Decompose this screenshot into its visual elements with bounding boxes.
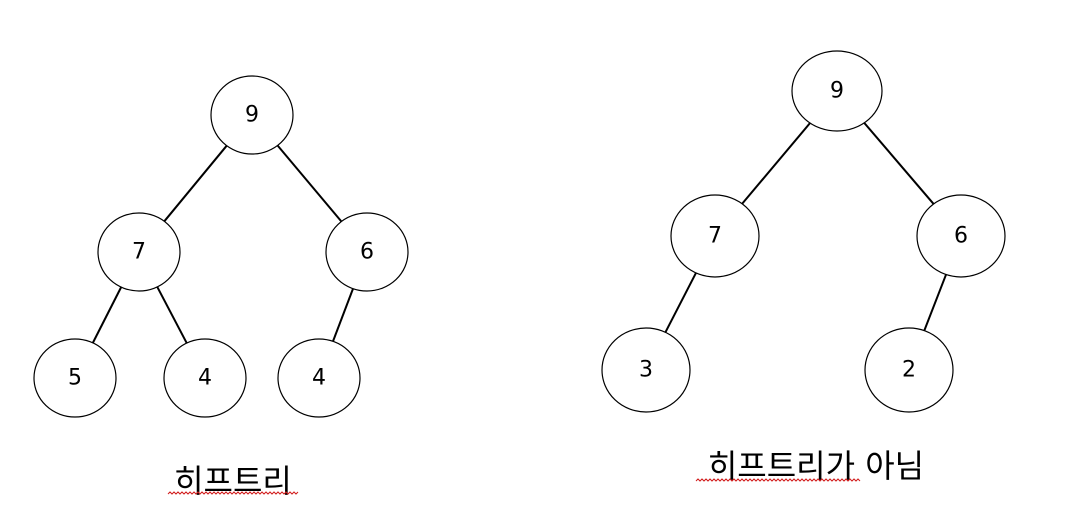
node-circle: [601, 327, 691, 413]
tree-node: 9: [791, 50, 883, 132]
tree-node: 7: [670, 194, 760, 278]
node-circle: [163, 338, 247, 418]
node-label: 5: [68, 366, 82, 391]
edges-layer: [91, 122, 947, 344]
tree-node: 9: [210, 75, 294, 155]
node-label: 9: [245, 103, 259, 128]
node-circle: [791, 50, 883, 132]
node-label: 4: [198, 366, 212, 391]
node-label: 3: [639, 358, 653, 383]
tree-node: 6: [325, 212, 409, 292]
node-circle: [97, 212, 181, 292]
tree-node: 4: [163, 338, 247, 418]
node-label: 6: [954, 224, 968, 249]
tree-node: 2: [864, 327, 954, 413]
tree-edge: [156, 286, 188, 344]
tree-edge: [276, 144, 343, 223]
node-label: 4: [312, 366, 326, 391]
node-label: 9: [830, 79, 844, 104]
tree-edge: [741, 122, 811, 205]
node-circle: [210, 75, 294, 155]
tree-node: 7: [97, 212, 181, 292]
tree-edge: [91, 286, 123, 344]
tree-node: 3: [601, 327, 691, 413]
node-label: 7: [132, 240, 146, 265]
node-circle: [277, 338, 361, 418]
tree-edge: [664, 272, 697, 333]
tree-node: 6: [916, 194, 1006, 278]
tree-node: 4: [277, 338, 361, 418]
node-label: 6: [360, 240, 374, 265]
node-circle: [325, 212, 409, 292]
node-label: 7: [708, 224, 722, 249]
tree-edge: [863, 122, 935, 205]
spellcheck-underline: [167, 491, 299, 495]
node-circle: [864, 327, 954, 413]
node-circle: [670, 194, 760, 278]
tree-node: 5: [33, 338, 117, 418]
node-circle: [33, 338, 117, 418]
caption-not-heap-tree: 히프트리가 아님: [708, 447, 924, 485]
nodes-layer: 9 7 6 5 4 4 9 7 6 3 2: [33, 50, 1006, 418]
tree-edge: [923, 274, 947, 331]
spellcheck-underline: [695, 478, 861, 482]
node-label: 2: [902, 358, 916, 383]
tree-edge: [332, 288, 354, 342]
tree-edge: [163, 145, 228, 222]
node-circle: [916, 194, 1006, 278]
